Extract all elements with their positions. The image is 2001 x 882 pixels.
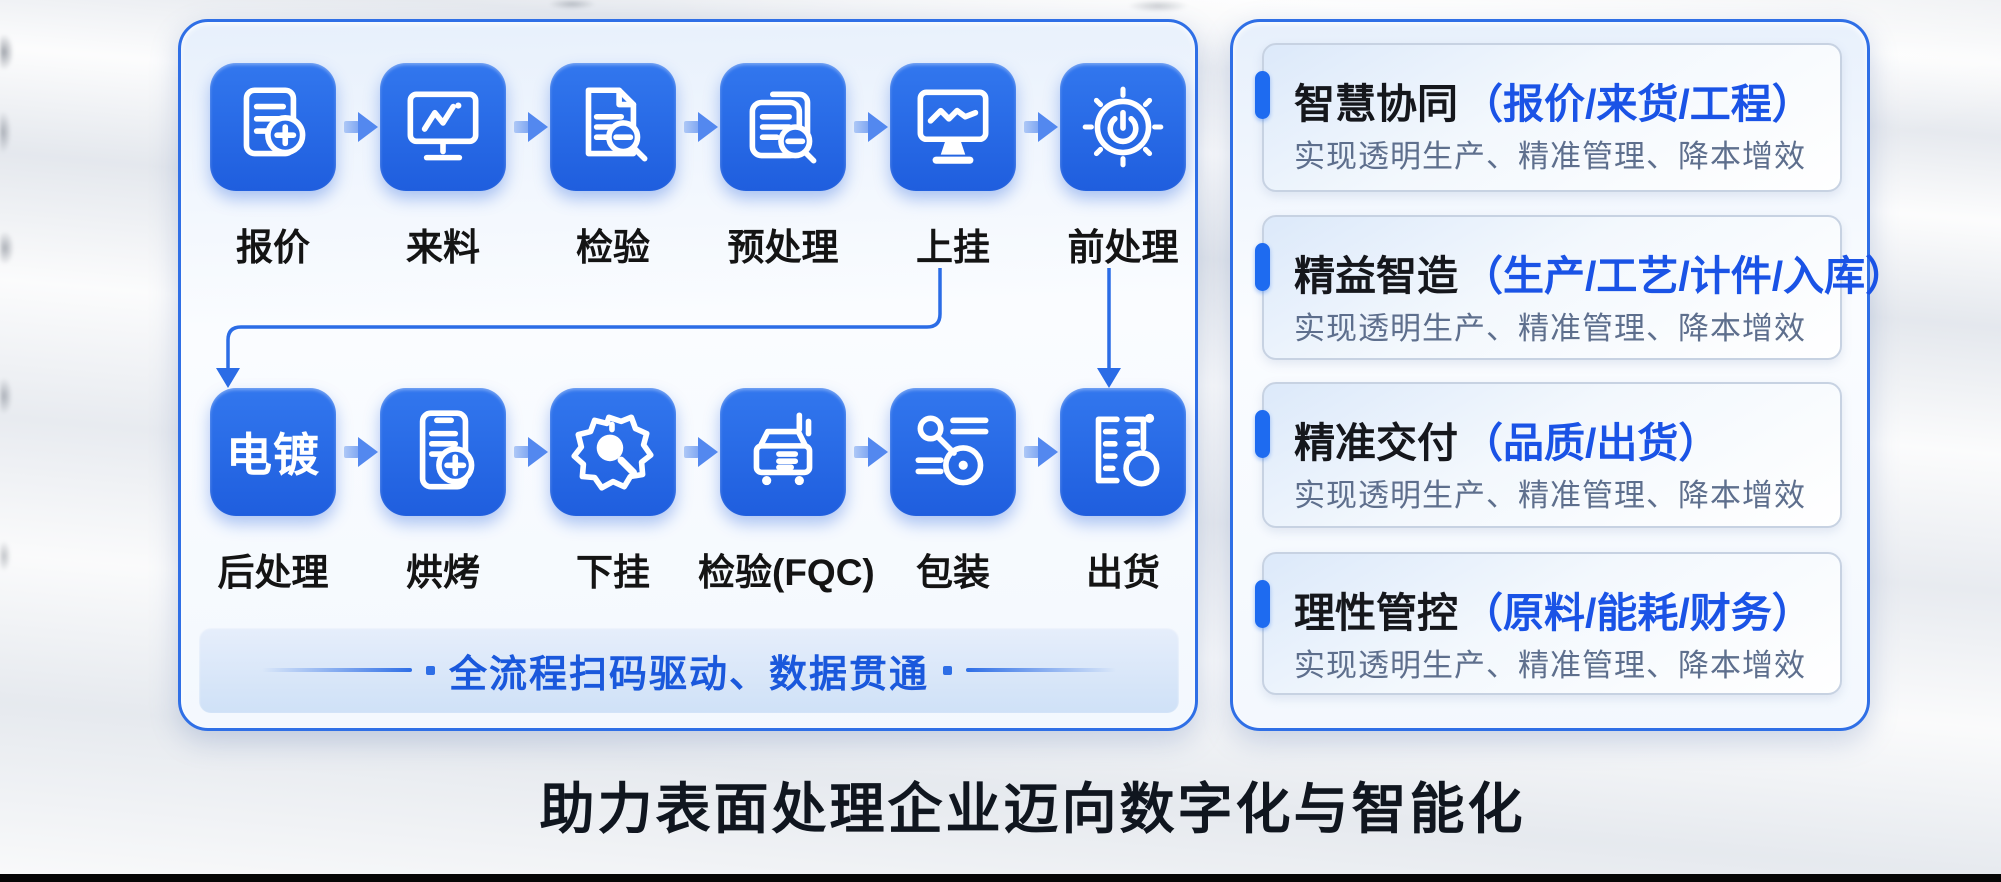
- flow-step-pretreat: 预处理: [698, 63, 868, 271]
- document-search-icon: [585, 87, 648, 162]
- flow-step-label: 烘烤: [406, 552, 480, 593]
- pretreat-box: [720, 63, 846, 191]
- flow-step-label: 预处理: [727, 227, 839, 268]
- flow-step-baking: 烘烤: [358, 388, 528, 596]
- benefit-card-desc: 实现透明生产、精准管理、降本增效: [1294, 478, 1806, 513]
- arrow-right-icon: [684, 112, 718, 142]
- scan-banner: 全流程扫码驱动、数据贯通: [199, 627, 1179, 713]
- incoming-box: [380, 63, 506, 191]
- banner-text: 全流程扫码驱动、数据贯通: [448, 653, 929, 696]
- flow-step-inspection: 检验: [528, 63, 698, 271]
- benefit-scope-text: （品质/出货）: [1462, 420, 1720, 466]
- fqc-box: [720, 388, 846, 516]
- document-plus-icon: [243, 87, 306, 157]
- monitor-pulse-icon: [917, 89, 989, 164]
- flow-step-label: 出货: [1086, 552, 1160, 593]
- arrow-right-icon: [854, 437, 888, 467]
- page-title: 助力表面处理企业迈向数字化与智能化: [539, 778, 1526, 840]
- accent-pill: [1255, 243, 1270, 291]
- benefit-card-desc: 实现透明生产、精准管理、降本增效: [1294, 139, 1806, 174]
- arrow-right-icon: [1024, 437, 1058, 467]
- flow-step-packing: 包装: [868, 388, 1038, 596]
- inspection-box: [550, 63, 676, 191]
- flow-step-label: 下挂: [576, 552, 650, 593]
- benefit-card-desc: 实现透明生产、精准管理、降本增效: [1294, 648, 1806, 683]
- arrow-right-icon: [684, 437, 718, 467]
- benefit-scope-text: （报价/来货/工程）: [1462, 81, 1813, 127]
- seal-search-icon: [571, 414, 654, 491]
- arrow-right-icon: [1024, 112, 1058, 142]
- shipping-list-icon: [1095, 413, 1160, 487]
- benefit-title-text: 理性管控: [1294, 590, 1458, 636]
- monitor-chart-icon: [407, 91, 479, 161]
- accent-pill: [1255, 71, 1270, 119]
- flow-step-label: 前处理: [1067, 227, 1179, 268]
- benefit-card-desc: 实现透明生产、精准管理、降本增效: [1294, 311, 1806, 346]
- flow-step-plating: 电镀 后处理: [188, 388, 358, 596]
- benefit-card-title: 精准交付（品质/出货）: [1294, 409, 1719, 469]
- process-flow-panel: 报价 来料: [178, 19, 1198, 731]
- benefit-card-title: 智慧协同（报价/来货/工程）: [1294, 70, 1813, 130]
- bottom-black-bar: [0, 874, 2001, 882]
- documents-search-icon: [749, 91, 817, 164]
- quote-box: [210, 63, 336, 191]
- accent-pill: [1255, 580, 1270, 628]
- route-checklist-icon: [915, 415, 989, 486]
- benefit-card-delivery: 精准交付（品质/出货） 实现透明生产、精准管理、降本增效: [1255, 382, 1842, 528]
- flow-step-rack-down: 下挂: [528, 388, 698, 596]
- arrow-right-icon: [514, 437, 548, 467]
- arrow-right-icon: [854, 112, 888, 142]
- arrow-right-icon: [344, 112, 378, 142]
- benefit-scope-text: （生产/工艺/计件/入库）: [1462, 253, 1907, 299]
- accent-pill: [1255, 410, 1270, 458]
- banner-line-left: [261, 668, 412, 672]
- packing-box: [890, 388, 1016, 516]
- benefits-panel: 智慧协同（报价/来货/工程） 实现透明生产、精准管理、降本增效 精益智造（生产/…: [1230, 19, 1906, 731]
- flow-step-rack-up: 上挂: [868, 63, 1038, 271]
- flow-step-incoming: 来料: [358, 63, 528, 271]
- flow-step-label: 上挂: [916, 227, 990, 268]
- benefit-card-collaboration: 智慧协同（报价/来货/工程） 实现透明生产、精准管理、降本增效: [1255, 43, 1842, 192]
- banner-line-right: [966, 668, 1116, 672]
- arrow-right-icon: [514, 112, 548, 142]
- baking-machine-icon: [753, 412, 813, 486]
- shipping-box: [1060, 388, 1186, 516]
- benefit-scope-text: （原料/能耗/财务）: [1462, 590, 1813, 636]
- phone-document-plus-icon: [419, 410, 475, 490]
- flow-step-label: 包装: [916, 552, 990, 593]
- power-sun-icon: [1082, 86, 1164, 168]
- flow-step-label: 检验: [576, 227, 650, 268]
- flow-step-fqc: 检验(FQC): [698, 388, 875, 596]
- flow-step-label: 后处理: [217, 552, 329, 593]
- rack-down-box: [550, 388, 676, 516]
- arrow-right-icon: [344, 437, 378, 467]
- plating-box: 电镀: [210, 388, 336, 516]
- benefit-card-manufacturing: 精益智造（生产/工艺/计件/入库） 实现透明生产、精准管理、降本增效: [1255, 215, 1906, 360]
- pre-process-box: [1060, 63, 1186, 191]
- flow-step-quote: 报价: [188, 63, 358, 271]
- banner-dot-right: [943, 665, 952, 675]
- benefit-card-control: 理性管控（原料/能耗/财务） 实现透明生产、精准管理、降本增效: [1255, 552, 1842, 695]
- baking-box: [380, 388, 506, 516]
- benefit-title-text: 精准交付: [1294, 420, 1458, 466]
- flow-step-shipping: 出货: [1038, 388, 1208, 596]
- benefit-card-title: 理性管控（原料/能耗/财务）: [1294, 579, 1813, 639]
- banner-dot-left: [425, 665, 435, 675]
- benefit-title-text: 智慧协同: [1294, 81, 1458, 127]
- flow-step-label: 检验(FQC): [698, 552, 875, 593]
- flow-step-label: 报价: [236, 227, 310, 268]
- flow-step-label: 来料: [406, 227, 480, 268]
- benefit-title-text: 精益智造: [1294, 253, 1458, 299]
- flow-step-pre-process: 前处理: [1038, 63, 1208, 271]
- rack-up-box: [890, 63, 1016, 191]
- benefit-card-title: 精益智造（生产/工艺/计件/入库）: [1294, 242, 1906, 302]
